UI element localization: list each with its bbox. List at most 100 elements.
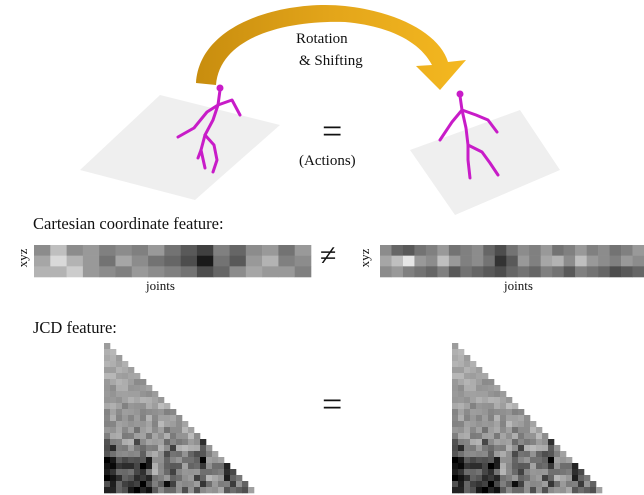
jcd-cell <box>224 469 231 476</box>
jcd-cell <box>146 439 153 446</box>
jcd-cell <box>110 433 117 440</box>
jcd-cell <box>134 439 141 446</box>
jcd-cell <box>176 439 183 446</box>
jcd-cell <box>104 427 111 434</box>
jcd-cell <box>158 415 165 422</box>
strip-cell <box>115 245 133 256</box>
jcd-cell <box>128 415 135 422</box>
jcd-cell <box>524 421 531 428</box>
jcd-cell <box>470 409 477 416</box>
jcd-cell <box>182 469 189 476</box>
jcd-cell <box>566 475 573 482</box>
jcd-cell <box>512 487 519 494</box>
jcd-cell <box>224 481 231 488</box>
jcd-cell <box>458 481 465 488</box>
strip-cell <box>621 245 633 256</box>
jcd-cell <box>536 469 543 476</box>
jcd-cell <box>554 487 561 494</box>
jcd-cell <box>560 457 567 464</box>
jcd-cell <box>188 439 195 446</box>
jcd-cell <box>146 445 153 452</box>
strip-cell <box>245 255 263 267</box>
jcd-cell <box>134 451 141 458</box>
jcd-cell <box>200 469 207 476</box>
jcd-cell <box>122 487 129 494</box>
strip-cell <box>414 255 427 267</box>
jcd-cell <box>110 349 117 356</box>
jcd-cell <box>500 415 507 422</box>
jcd-cell <box>512 421 519 428</box>
jcd-cell <box>494 427 501 434</box>
jcd-cell <box>548 445 555 452</box>
strip-cell <box>506 266 519 278</box>
jcd-cell <box>104 397 111 404</box>
jcd-cell <box>152 487 159 494</box>
jcd-cell <box>242 481 249 488</box>
jcd-cell <box>236 487 243 494</box>
jcd-cell <box>170 409 177 416</box>
strip-cell <box>66 266 84 278</box>
jcd-cell <box>104 451 111 458</box>
jcd-cell <box>596 487 603 494</box>
jcd-cell <box>452 451 459 458</box>
jcd-cell <box>512 439 519 446</box>
jcd-cell <box>200 463 207 470</box>
jcd-cell <box>476 481 483 488</box>
jcd-cell <box>122 433 129 440</box>
jcd-cell <box>110 427 117 434</box>
jcd-cell <box>464 481 471 488</box>
jcd-cell <box>464 409 471 416</box>
strip-cell <box>391 266 404 278</box>
jcd-cell <box>158 409 165 416</box>
strip-cell <box>148 266 165 278</box>
jcd-cell <box>452 427 459 434</box>
jcd-cell <box>110 385 117 392</box>
jcd-cell <box>182 421 189 428</box>
jcd-cell <box>524 463 531 470</box>
jcd-cell <box>164 475 171 482</box>
jcd-cell <box>500 469 507 476</box>
jcd-cell <box>248 487 255 494</box>
jcd-cell <box>110 379 117 386</box>
jcd-cell <box>482 391 489 398</box>
jcd-cell <box>512 415 519 422</box>
jcd-cell <box>140 409 147 416</box>
jcd-cell <box>500 475 507 482</box>
cartesian-strip-right <box>380 245 644 278</box>
jcd-cell <box>482 445 489 452</box>
jcd-cell <box>128 391 135 398</box>
strip-cell <box>517 245 530 256</box>
jcd-cell <box>182 445 189 452</box>
jcd-cell <box>236 475 243 482</box>
jcd-cell <box>488 451 495 458</box>
strip-cell <box>196 266 214 278</box>
jcd-cell <box>488 469 495 476</box>
jcd-cell <box>158 469 165 476</box>
cartesian-title: Cartesian coordinate feature: <box>33 214 224 233</box>
strip-cell <box>448 266 461 278</box>
jcd-cell <box>536 451 543 458</box>
jcd-cell <box>182 463 189 470</box>
strip-cell <box>529 266 541 278</box>
jcd-cell <box>536 445 543 452</box>
jcd-cell <box>578 487 585 494</box>
jcd-cell <box>542 475 549 482</box>
jcd-cell <box>206 487 213 494</box>
jcd-cell <box>230 487 237 494</box>
jcd-cell <box>506 421 513 428</box>
jcd-cell <box>524 427 531 434</box>
jcd-cell <box>116 361 123 368</box>
jcd-cell <box>170 463 177 470</box>
jcd-cell <box>494 391 501 398</box>
strip-cell <box>294 255 312 267</box>
jcd-cell <box>506 475 513 482</box>
strip-cell <box>437 266 450 278</box>
jcd-cell <box>140 379 147 386</box>
strip-cell <box>82 255 100 267</box>
jcd-cell <box>170 469 177 476</box>
actions-label: (Actions) <box>299 153 356 169</box>
jcd-cell <box>134 415 141 422</box>
jcd-cell <box>554 475 561 482</box>
strip-cell <box>471 245 484 256</box>
jcd-cell <box>488 409 495 416</box>
